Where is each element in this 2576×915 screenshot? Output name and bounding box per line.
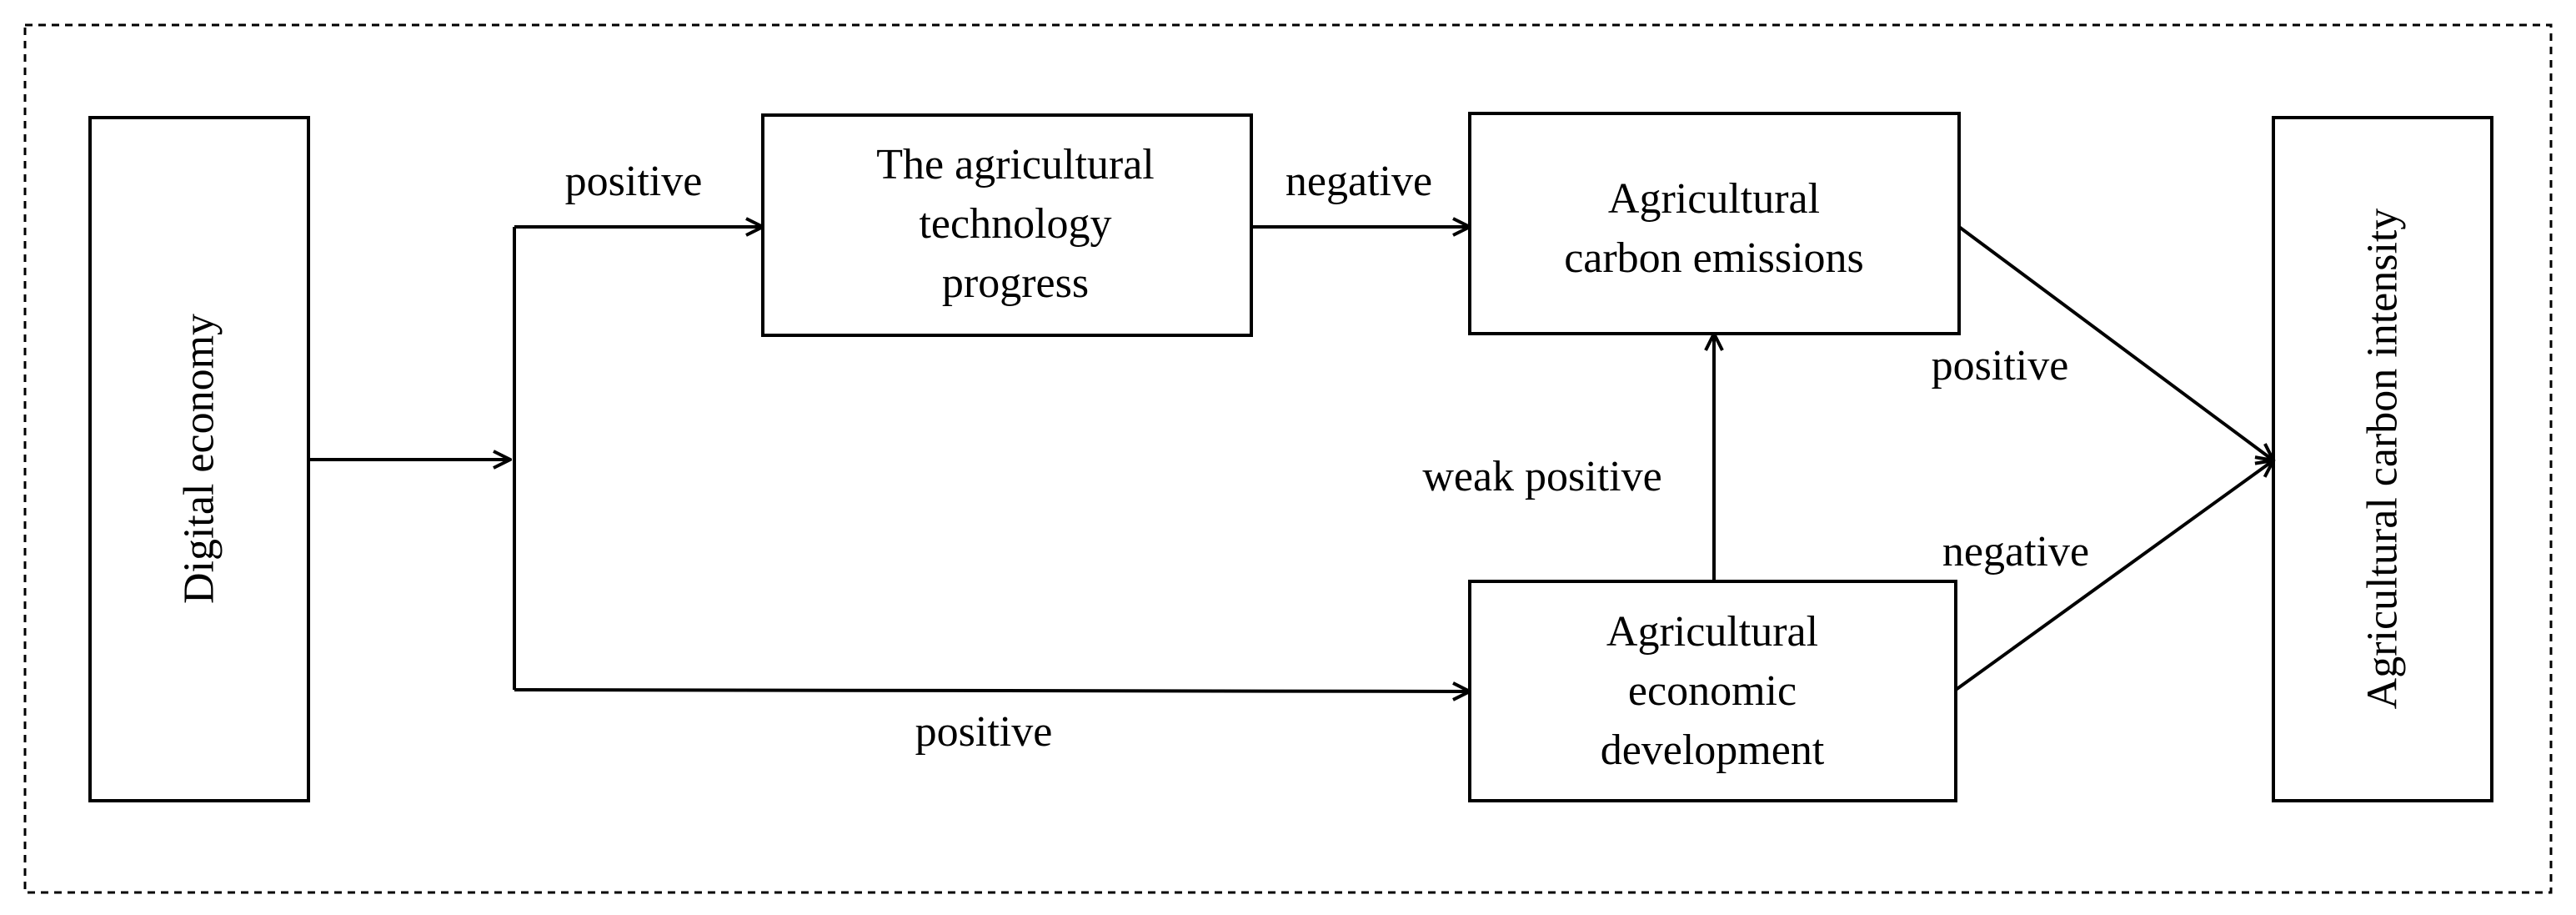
node-digital-economy-label: Digital economy xyxy=(176,314,223,604)
node-econ-development-line-3: development xyxy=(1601,726,1825,774)
node-carbon-emissions: Agricultural carbon emissions xyxy=(1468,112,1961,335)
edge-to-econ-development xyxy=(514,690,1470,691)
node-econ-development-line-1: Agricultural xyxy=(1606,608,1818,656)
edge-development-to-intensity xyxy=(1954,460,2273,691)
dashed-frame xyxy=(23,23,2553,894)
node-carbon-emissions-line-1: Agricultural xyxy=(1608,175,1820,223)
node-tech-progress-line-3: progress xyxy=(942,259,1089,307)
node-tech-progress-line-1: The agricultural xyxy=(876,141,1155,189)
node-digital-economy: Digital economy xyxy=(88,116,310,802)
node-tech-progress-line-2: technology xyxy=(919,200,1111,248)
node-carbon-intensity: Agricultural carbon intensity xyxy=(2272,116,2493,802)
label-tech-to-emissions-negative: negative xyxy=(1285,158,1432,205)
node-carbon-emissions-line-2: carbon emissions xyxy=(1564,234,1864,282)
node-tech-progress: The agricultural technology progress xyxy=(761,113,1253,337)
label-emissions-to-intensity-positive: positive xyxy=(1932,342,2069,390)
node-carbon-intensity-label: Agricultural carbon intensity xyxy=(2359,209,2407,710)
label-to-tech-positive: positive xyxy=(565,158,703,205)
label-development-to-intensity-negative: negative xyxy=(1942,528,2089,576)
label-to-development-positive: positive xyxy=(915,708,1053,756)
label-development-to-emissions-weak-positive: weak positive xyxy=(1422,453,1661,500)
node-econ-development-line-2: economic xyxy=(1628,667,1797,715)
edge-emissions-to-intensity xyxy=(1957,225,2273,460)
node-econ-development: Agricultural economic development xyxy=(1468,580,1957,802)
